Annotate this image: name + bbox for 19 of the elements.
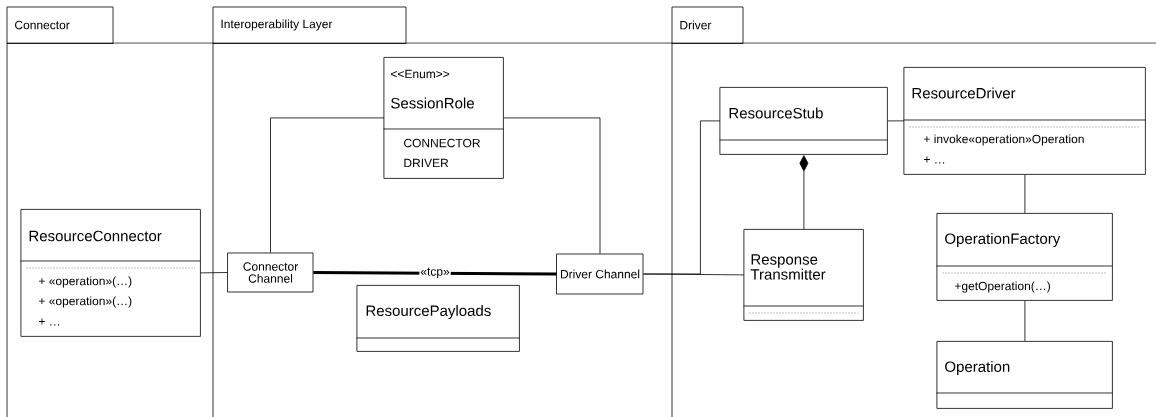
- class-box: ResourceConnector + «operation»(…) + «operation»(…) + …: [20, 209, 201, 337]
- class-box: ResourceDriver + invoke«operation»Operation + …: [903, 67, 1146, 175]
- class-box: OperationFactory +getOperation(…): [936, 213, 1113, 301]
- composition-line: [799, 155, 809, 230]
- association-line: [1024, 300, 1026, 342]
- channel-box: Driver Channel: [556, 253, 644, 295]
- class-box: ResourcePayloads: [356, 285, 520, 352]
- association-line: [270, 117, 385, 253]
- class-box: Operation: [936, 341, 1113, 409]
- class-box: Response Transmitter: [743, 229, 864, 321]
- edge-label: «tcp»: [419, 266, 451, 280]
- association-line: [1024, 174, 1026, 214]
- association-line: [200, 272, 228, 274]
- class-box: <<Enum>> SessionRole CONNECTOR DRIVER: [383, 57, 504, 179]
- association-line: [643, 273, 745, 276]
- channel-box: Connector Channel: [227, 252, 314, 293]
- class-box: ResourceStub: [719, 87, 888, 155]
- association-line: [887, 120, 905, 122]
- association-line: [503, 117, 601, 254]
